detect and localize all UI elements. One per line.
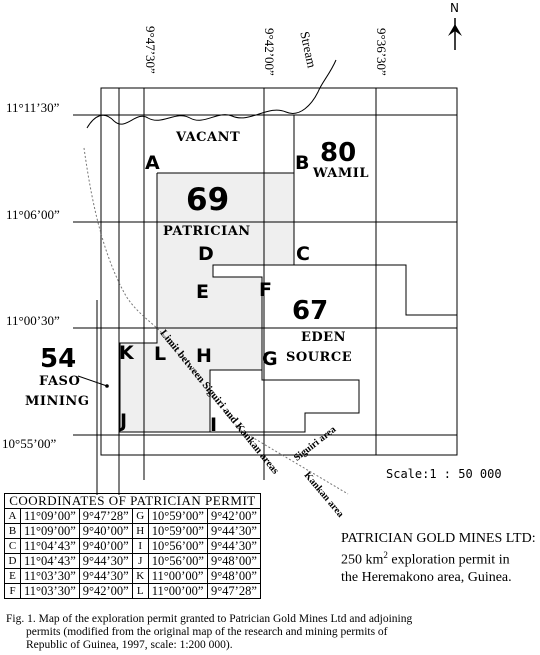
table-cell: 11°09’00” [20,508,80,524]
permit-note: PATRICIAN GOLD MINES LTD: 250 km2 explor… [341,530,536,586]
latitude-label: 11°11’30” [6,100,60,115]
corner-label: A [145,152,160,174]
table-cell: C [4,538,21,554]
corner-label: D [198,243,214,265]
table-cell: 9°44’30” [78,568,133,584]
permit-name: EDEN [301,330,346,345]
corner-label: I [210,414,218,436]
permit-name: PATRICIAN [163,224,251,239]
north-arrow-icon [448,18,462,50]
table-cell: L [131,583,149,599]
figure-caption: Fig. 1. Map of the exploration permit gr… [6,613,412,652]
vacant-label: VACANT [176,130,241,145]
table-cell: D [4,553,21,569]
latitude-label: 10°55’00” [2,436,57,451]
note-superscript: 2 [383,550,388,560]
longitude-label: 9°42’00” [262,28,277,76]
area-limit-line [83,147,349,495]
table-cell: A [4,508,21,524]
table-cell: E [4,568,21,584]
faso-leader-line [77,375,108,387]
table-cell: 9°48’00” [206,553,261,569]
note-line: 250 km2 exploration permit in [341,547,536,569]
table-cell: 11°04’43” [20,553,80,569]
table-cell: 9°42’00” [206,508,261,524]
note-line: PATRICIAN GOLD MINES LTD: [341,531,536,546]
table-cell: F [4,583,21,599]
table-cell: 9°40’00” [78,538,133,554]
table-cell: 9°44’30” [206,523,261,539]
table-cell: 9°40’00” [78,523,133,539]
note-line: the Heremakono area, Guinea. [341,569,512,585]
table-cell: I [131,538,149,554]
table-row: D 11°04’43” 9°44’30” J 10°56’00” 9°48’00… [4,553,261,569]
table-cell: 9°47’28” [78,508,133,524]
corner-label: B [295,152,310,174]
grid-lines [73,88,457,495]
corner-label: C [296,243,310,265]
permit-name: FASO [39,374,81,389]
permit-number: 80 [320,138,357,168]
table-cell: 11°03’30” [20,568,80,584]
permit-number: 54 [40,344,77,374]
permit-name: WAMIL [313,166,369,181]
table-cell: K [131,568,149,584]
permit-name: SOURCE [286,350,353,365]
table-cell: G [131,508,149,524]
stream-line [86,59,337,129]
corner-label: E [196,281,209,303]
coordinates-table: COORDINATES OF PATRICIAN PERMIT A 11°09’… [4,493,261,599]
permit-number: 67 [292,296,329,326]
table-cell: 10°59’00” [147,523,208,539]
corner-label: L [154,343,167,365]
table-cell: 10°56’00” [147,538,208,554]
corner-label: F [259,279,272,301]
north-label: N [450,1,459,15]
table-cell: 9°44’30” [78,553,133,569]
table-row: F 11°03’30” 9°42’00” L 11°00’00” 9°47’28… [4,583,261,599]
table-cell: 11°09’00” [20,523,80,539]
table-cell: 10°59’00” [147,508,208,524]
longitude-label: 9°36’30” [374,28,389,76]
table-cell: 9°48’00” [206,568,261,584]
caption-line: Fig. 1. Map of the exploration permit gr… [6,613,413,625]
corner-label: K [119,342,134,364]
table-cell: 9°47’28” [206,583,261,599]
permit-boundaries [119,115,457,433]
table-cell: 11°03’30” [20,583,80,599]
table-row: B 11°09’00” 9°40’00” H 10°59’00” 9°44’30… [4,523,261,539]
corner-label: G [262,348,278,370]
note-text: 250 km [341,552,384,568]
table-row: A 11°09’00” 9°47’28” G 10°59’00” 9°42’00… [4,508,261,524]
table-cell: 9°44’30” [206,538,261,554]
corner-label: H [196,345,212,367]
corner-label: J [120,410,128,432]
table-cell: 11°04’43” [20,538,80,554]
coordinates-table-title: COORDINATES OF PATRICIAN PERMIT [4,493,261,509]
table-cell: H [131,523,149,539]
patrician-permit-area [120,173,294,432]
permit-name: MINING [25,394,90,409]
caption-line: permits (modified from the original map … [26,626,388,638]
table-row: C 11°04’43” 9°40’00” I 10°56’00” 9°44’30… [4,538,261,554]
faso-leader-dot [105,384,109,388]
table-cell: 11°00’00” [147,583,208,599]
table-cell: 9°42’00” [78,583,133,599]
table-row: E 11°03’30” 9°44’30” K 11°00’00” 9°48’00… [4,568,261,584]
longitude-label: 9°47’30” [143,26,158,74]
latitude-label: 11°00’30” [6,313,60,328]
note-text: exploration permit in [387,552,510,568]
caption-line: Republic of Guinea, 1997, scale: 1:200 0… [26,639,233,651]
scale-label: Scale:1 : 50 000 [386,467,502,481]
table-cell: 11°00’00” [147,568,208,584]
latitude-label: 11°06’00” [6,207,60,222]
table-cell: J [131,553,149,569]
permit-number: 69 [186,182,230,218]
map-frame [100,87,458,456]
table-cell: 10°56’00” [147,553,208,569]
table-cell: B [4,523,21,539]
